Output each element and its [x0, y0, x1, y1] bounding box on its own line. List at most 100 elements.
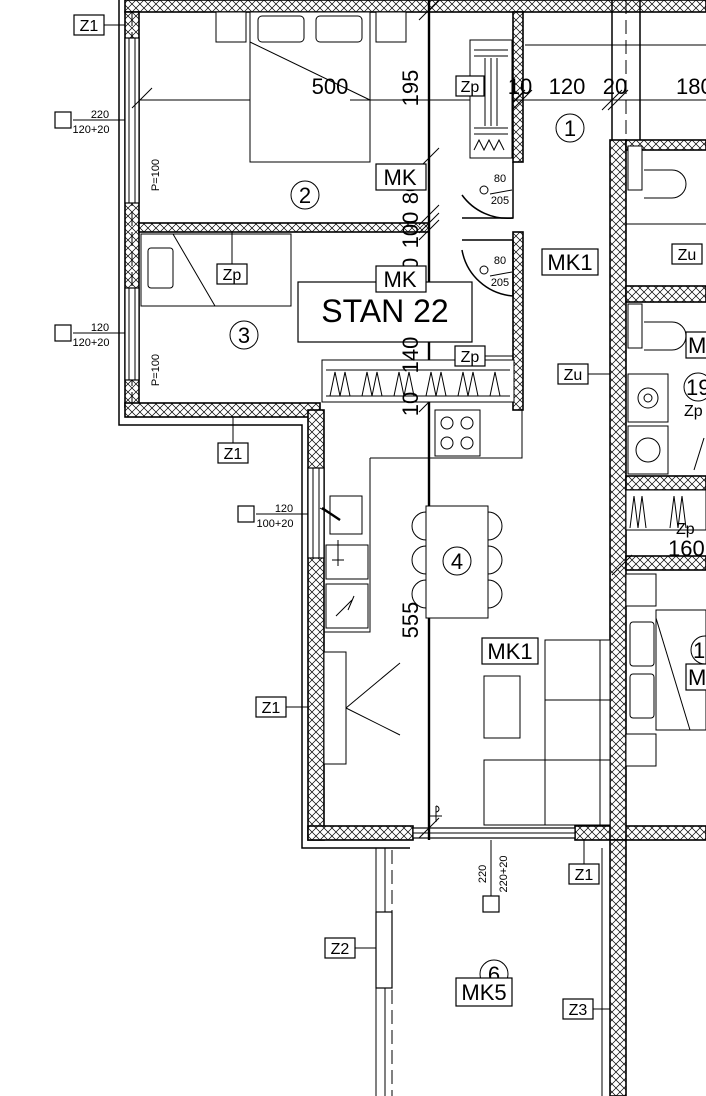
- tv-stand: [323, 651, 347, 765]
- wall-bath-mid: [625, 285, 706, 303]
- window-bed2: [124, 37, 140, 204]
- living-room-4: [323, 409, 611, 826]
- wall-living-bottom-left: [307, 825, 414, 841]
- room-number-1: 1: [564, 116, 576, 141]
- furniture-tag-zu-2: Zu: [564, 367, 583, 384]
- wall-living-bottom-right: [574, 825, 706, 841]
- room-number-2: 2: [299, 183, 311, 208]
- dim-140: 140: [398, 337, 423, 374]
- floor-tag-mk5: MK5: [461, 980, 506, 1005]
- apartment-label: STAN 22: [321, 293, 448, 329]
- door-height-2: 205: [491, 277, 509, 289]
- window-3-top: 120: [275, 503, 293, 515]
- washbasin: [627, 425, 669, 475]
- dim-180: 180: [676, 74, 706, 99]
- wardrobe-bed3: [321, 359, 515, 403]
- terrace-element: [375, 911, 393, 989]
- dim-20: 20: [603, 74, 627, 99]
- room-number-4: 4: [451, 549, 463, 574]
- wall-bedroom-bottom: [124, 402, 321, 418]
- dim-100: 100: [398, 212, 423, 249]
- fridge: [329, 495, 363, 535]
- dining-table: [425, 505, 489, 619]
- washer: [627, 373, 669, 423]
- pillow-single: [147, 247, 174, 289]
- dim-10-b: 10: [398, 392, 423, 416]
- furniture-tag-zp-2: Zp: [223, 267, 242, 284]
- room-number-3: 3: [238, 323, 250, 348]
- wall-wardrobe-lower: [512, 231, 524, 411]
- sill-label-2: P=100: [150, 354, 162, 386]
- wc-tank-1: [627, 145, 643, 191]
- dim-195: 195: [398, 70, 423, 107]
- bedroom-3: [140, 233, 515, 403]
- dim-555: 555: [398, 602, 423, 639]
- floor-tag-mk1-corridor: MK1: [547, 250, 592, 275]
- floor-tag-mk-bed3: MK: [384, 267, 417, 292]
- pillow-right: [315, 15, 363, 43]
- wardrobe-right: [625, 489, 706, 531]
- window-4-bottom: 220+20: [498, 855, 510, 892]
- window-spec-box-4: [482, 895, 500, 913]
- furniture-tag-zp-1: Zp: [461, 79, 480, 96]
- room-number-19: 19: [686, 375, 706, 400]
- dim-500: 500: [312, 74, 349, 99]
- nightstand-left: [215, 11, 247, 43]
- floor-tag-m-2: M: [688, 665, 706, 690]
- pillow-left: [257, 15, 305, 43]
- dim-120: 120: [549, 74, 586, 99]
- wall-bath-top: [625, 139, 706, 151]
- sill-label-1: P=100: [150, 159, 162, 191]
- window-1-bottom: 120+20: [72, 124, 109, 136]
- wall-room-right: [625, 555, 706, 571]
- door-height-1: 205: [491, 195, 509, 207]
- wall-tag-z2: Z2: [331, 941, 350, 958]
- window-spec-box-1: [54, 111, 72, 129]
- floor-tag-mk-bed2: MK: [384, 165, 417, 190]
- wall-right-partition: [609, 139, 627, 841]
- window-bed3: [124, 287, 140, 381]
- furniture-tag-zp-3: Zp: [461, 349, 480, 366]
- wall-bed2-bed3: [138, 222, 430, 233]
- furniture-tag-zu-1: Zu: [678, 247, 697, 264]
- dim-160: 160: [668, 536, 705, 561]
- window-spec-leaders: [73, 119, 492, 896]
- wc-tank-2: [627, 303, 643, 349]
- wall-tag-z3: Z3: [569, 1002, 588, 1019]
- window-kitchen: [307, 467, 325, 559]
- nightstand-right: [375, 11, 407, 43]
- nightstand-right-room-1: [625, 573, 657, 607]
- coffee-table: [483, 675, 521, 739]
- bed-right-room: [655, 609, 706, 731]
- misc-marks: [319, 507, 442, 822]
- bathrooms-right: [625, 145, 706, 767]
- floor-tag-m-1: M: [688, 333, 706, 358]
- wall-wardrobe: [512, 11, 524, 163]
- wall-tag-z1-living: Z1: [262, 700, 281, 717]
- bedroom-2: [215, 11, 513, 163]
- nightstand-right-room-2: [625, 733, 657, 767]
- dim-10: 10: [508, 74, 532, 99]
- door-width-2: 80: [494, 255, 506, 267]
- wall-tag-z1-bedroom: Z1: [224, 446, 243, 463]
- stove: [434, 409, 481, 457]
- dishwasher: [325, 583, 369, 629]
- labels: STAN 22 1 2 3 4 6 19 1 500 10 120 20 180…: [54, 14, 706, 1020]
- window-1-top: 220: [91, 109, 109, 121]
- windows: [124, 37, 576, 989]
- window-3-bottom: 100+20: [256, 518, 293, 530]
- wall-terrace-right: [609, 839, 627, 1096]
- wall-bath-bottom: [625, 475, 706, 491]
- door-width-1: 80: [494, 173, 506, 185]
- window-2-top: 120: [91, 322, 109, 334]
- window-2-bottom: 120+20: [72, 337, 109, 349]
- door-bed3: [461, 240, 514, 297]
- window-spec-box-2: [54, 324, 72, 342]
- furniture-tag-zp-4: Zp: [676, 521, 695, 538]
- room-number-partial: 1: [693, 638, 705, 663]
- walls: [124, 0, 706, 1096]
- floor-tag-mk1-living: MK1: [487, 639, 532, 664]
- wall-top: [124, 0, 706, 13]
- sofa-chaise: [483, 759, 611, 826]
